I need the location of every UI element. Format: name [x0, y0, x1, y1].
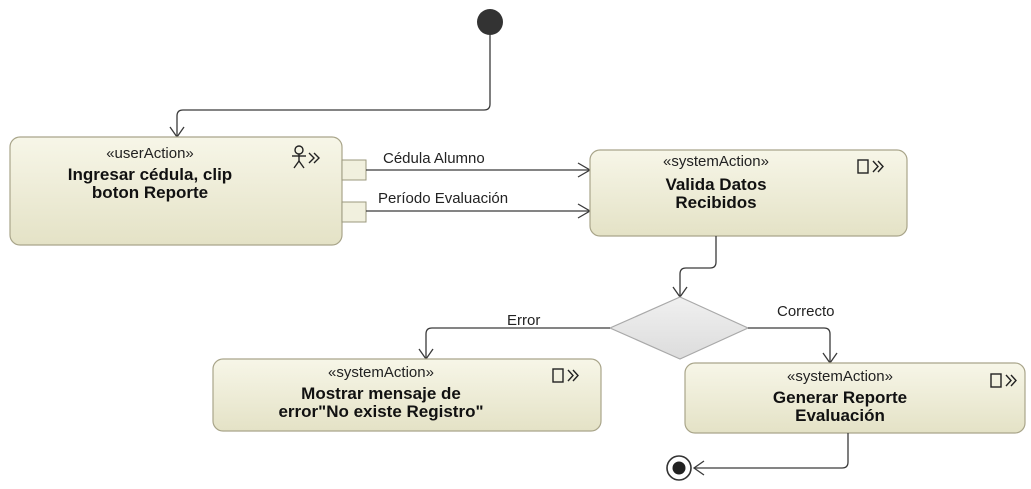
- edge-start-to-user-action: [176, 35, 491, 136]
- user-action-node[interactable]: «userAction» Ingresar cédula, clip boton…: [9, 136, 343, 246]
- error-stereotype: «systemAction»: [328, 364, 434, 381]
- report-title-line-1: Generar Reporte: [773, 388, 907, 407]
- initial-node[interactable]: [477, 9, 503, 35]
- report-stereotype: «systemAction»: [787, 368, 893, 385]
- system-action-icon: [990, 373, 1017, 388]
- system-action-icon: [552, 368, 579, 383]
- error-title-line-1: Mostrar mensaje de: [301, 384, 461, 403]
- report-title-line-2: Evaluación: [795, 406, 885, 425]
- edge-decision-to-report: [748, 327, 831, 362]
- edge-label-periodo: Período Evaluación: [378, 190, 508, 207]
- decision-node[interactable]: [608, 296, 750, 360]
- output-pin-periodo[interactable]: [341, 201, 367, 223]
- edge-label-error: Error: [507, 312, 540, 329]
- edge-report-to-final: [694, 433, 849, 469]
- edge-decision-to-error: [425, 327, 610, 358]
- error-message-node[interactable]: «systemAction» Mostrar mensaje de error"…: [212, 358, 602, 432]
- user-action-title-line-1: Ingresar cédula, clip: [68, 165, 232, 184]
- edge-validate-to-decision: [679, 236, 717, 296]
- validate-data-node[interactable]: «systemAction» Valida Datos Recibidos: [589, 149, 908, 237]
- edge-label-cedula: Cédula Alumno: [383, 150, 485, 167]
- validate-title-line-1: Valida Datos: [665, 175, 766, 194]
- system-action-icon: [857, 159, 884, 174]
- generate-report-node[interactable]: «systemAction» Generar Reporte Evaluació…: [684, 362, 1026, 434]
- final-node[interactable]: [666, 455, 692, 481]
- validate-title-line-2: Recibidos: [675, 193, 756, 212]
- error-title-line-2: error"No existe Registro": [278, 402, 483, 421]
- user-action-title-line-2: boton Reporte: [92, 183, 208, 202]
- output-pin-cedula[interactable]: [341, 159, 367, 181]
- user-action-stereotype: «userAction»: [106, 145, 194, 162]
- arrowhead: [692, 460, 705, 476]
- edge-label-correcto: Correcto: [777, 303, 835, 320]
- user-action-icon: [292, 145, 320, 169]
- validate-stereotype: «systemAction»: [663, 153, 769, 170]
